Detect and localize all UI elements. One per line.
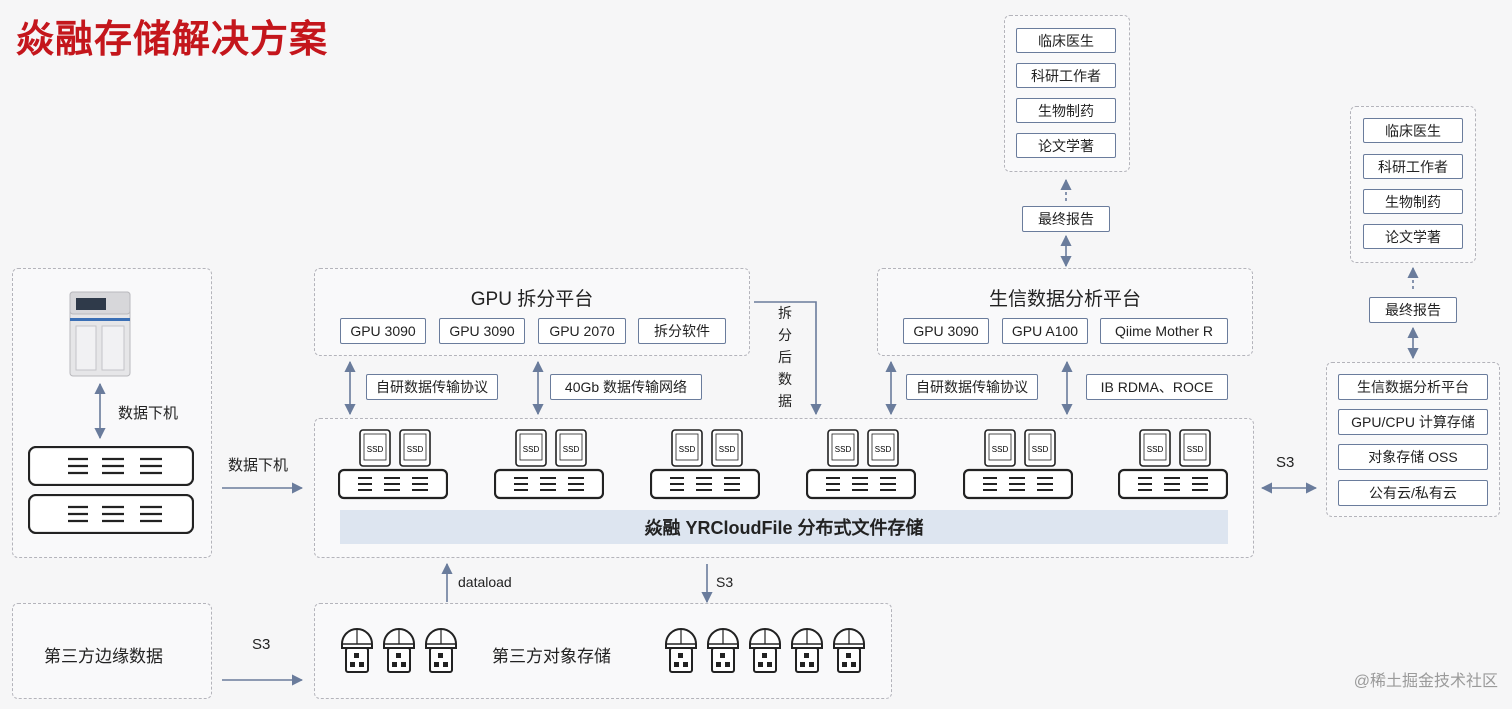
ssd-icon: SSD SSD xyxy=(827,429,899,467)
object-storage-icon xyxy=(382,626,416,676)
storage-node: SSD SSD xyxy=(962,428,1074,500)
svg-text:SSD: SSD xyxy=(1147,445,1164,454)
side-server-1 xyxy=(28,446,194,486)
svg-text:SSD: SSD xyxy=(719,445,736,454)
ib-roce-label: IB RDMA、ROCE xyxy=(1086,374,1228,400)
svg-text:SSD: SSD xyxy=(563,445,580,454)
gpu-item-2: GPU 3090 xyxy=(439,318,525,344)
user-right-4: 论文学著 xyxy=(1363,224,1463,249)
server-icon xyxy=(493,468,605,500)
server-icon xyxy=(649,468,761,500)
svg-text:SSD: SSD xyxy=(407,445,424,454)
report-right: 最终报告 xyxy=(1369,297,1457,323)
user-top-3: 生物制药 xyxy=(1016,98,1116,123)
third-party-edge-label: 第三方边缘数据 xyxy=(44,647,163,666)
sequencer-machine-icon xyxy=(69,291,131,377)
svg-text:SSD: SSD xyxy=(992,445,1009,454)
storage-node: SSD SSD xyxy=(805,428,917,500)
storage-node: SSD SSD xyxy=(337,428,449,500)
bio-item-3: Qiime Mother R xyxy=(1100,318,1228,344)
third-party-edge-panel xyxy=(12,603,212,699)
s3-edge-label: S3 xyxy=(252,636,271,653)
gpu-platform-title: GPU 拆分平台 xyxy=(470,289,594,310)
cloud-item-1: 生信数据分析平台 xyxy=(1338,374,1488,400)
gpu-item-4: 拆分软件 xyxy=(638,318,726,344)
svg-text:SSD: SSD xyxy=(523,445,540,454)
object-storage-icon xyxy=(706,626,740,676)
ssd-icon: SSD SSD xyxy=(671,429,743,467)
svg-text:SSD: SSD xyxy=(367,445,384,454)
server-icon xyxy=(337,468,449,500)
user-top-4: 论文学著 xyxy=(1016,133,1116,158)
cloud-item-2: GPU/CPU 计算存储 xyxy=(1338,409,1488,435)
object-storage-icon xyxy=(748,626,782,676)
storage-node: SSD SSD xyxy=(649,428,761,500)
cloud-item-4: 公有云/私有云 xyxy=(1338,480,1488,506)
dataload-label: dataload xyxy=(458,574,512,590)
user-right-1: 临床医生 xyxy=(1363,118,1463,143)
bio-item-2: GPU A100 xyxy=(1002,318,1088,344)
protocol-left-label: 自研数据传输协议 xyxy=(366,374,498,400)
user-right-3: 生物制药 xyxy=(1363,189,1463,214)
network-40gb-label: 40Gb 数据传输网络 xyxy=(550,374,702,400)
server-icon xyxy=(1117,468,1229,500)
gpu-item-1: GPU 3090 xyxy=(340,318,426,344)
ssd-icon: SSD SSD xyxy=(1139,429,1211,467)
svg-text:SSD: SSD xyxy=(679,445,696,454)
storage-node: SSD SSD xyxy=(493,428,605,500)
bio-item-1: GPU 3090 xyxy=(903,318,989,344)
object-storage-icon xyxy=(790,626,824,676)
svg-text:SSD: SSD xyxy=(1187,445,1204,454)
user-top-2: 科研工作者 xyxy=(1016,63,1116,88)
server-icon xyxy=(962,468,1074,500)
download-side-label: 数据下机 xyxy=(228,457,289,474)
gpu-item-3: GPU 2070 xyxy=(538,318,626,344)
yrcloudfile-bar: 焱融 YRCloudFile 分布式文件存储 xyxy=(340,510,1228,544)
storage-node: SSD SSD xyxy=(1117,428,1229,500)
cloud-item-3: 对象存储 OSS xyxy=(1338,444,1488,470)
svg-text:SSD: SSD xyxy=(835,445,852,454)
object-storage-icon xyxy=(832,626,866,676)
download-top-label: 数据下机 xyxy=(118,405,179,422)
report-top: 最终报告 xyxy=(1022,206,1110,232)
bio-platform-title: 生信数据分析平台 xyxy=(988,289,1141,310)
user-right-2: 科研工作者 xyxy=(1363,154,1463,179)
ssd-icon: SSD SSD xyxy=(515,429,587,467)
side-server-2 xyxy=(28,494,194,534)
ssd-icon: SSD SSD xyxy=(984,429,1056,467)
ssd-icon: SSD SSD xyxy=(359,429,431,467)
object-storage-icon xyxy=(664,626,698,676)
third-party-object-label: 第三方对象存储 xyxy=(492,647,611,666)
s3-bottom-label: S3 xyxy=(716,574,734,590)
svg-text:SSD: SSD xyxy=(1032,445,1049,454)
server-icon xyxy=(805,468,917,500)
page-title: 焱融存储解决方案 xyxy=(16,17,329,61)
split-data-label: 拆分后数据 xyxy=(778,305,792,409)
user-top-1: 临床医生 xyxy=(1016,28,1116,53)
object-storage-icon xyxy=(340,626,374,676)
s3-right-label: S3 xyxy=(1276,454,1295,471)
object-storage-icon xyxy=(424,626,458,676)
svg-text:SSD: SSD xyxy=(875,445,892,454)
watermark: @稀土掘金技术社区 xyxy=(1353,673,1498,690)
protocol-right-label: 自研数据传输协议 xyxy=(906,374,1038,400)
